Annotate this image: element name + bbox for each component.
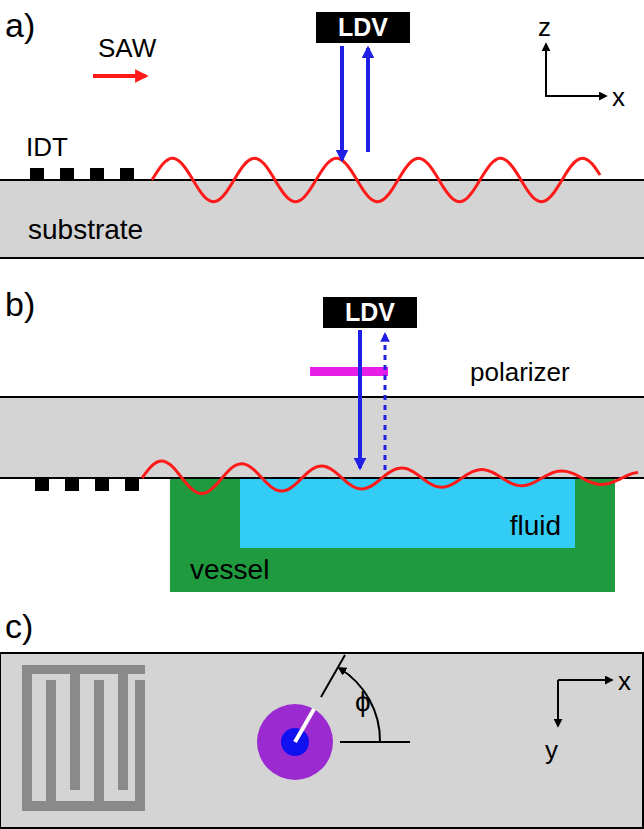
substrate-block — [0, 180, 644, 258]
idt-electrodes — [30, 168, 134, 180]
laser-beam-down — [358, 330, 362, 468]
angle-leg — [321, 655, 345, 697]
idt-finger — [125, 479, 139, 491]
node-label: LDV — [345, 300, 395, 325]
annotation: SAW — [98, 35, 156, 61]
idt-finger — [30, 168, 44, 180]
x-axis — [558, 679, 612, 681]
idt-finger — [95, 479, 109, 491]
vessel: vessel fluid — [170, 479, 615, 592]
node-label: LDV — [338, 15, 388, 40]
node-label: fluid — [510, 512, 561, 540]
vessel-body — [170, 479, 615, 592]
annotation: x — [618, 668, 631, 694]
node-label: vessel — [190, 556, 269, 584]
polarizer-plate — [310, 367, 388, 376]
panel-letter: c) — [5, 609, 33, 643]
ldv-instrument: LDV — [323, 297, 417, 328]
annotation: x — [612, 84, 625, 110]
idt-comb-bar — [118, 665, 128, 790]
idt-comb-bar — [94, 680, 104, 805]
idt-electrodes — [35, 479, 139, 491]
node-label: substrate — [28, 216, 143, 244]
fluid-region: fluid — [240, 479, 575, 548]
x-axis — [545, 95, 606, 97]
z-axis — [545, 44, 547, 96]
laser-beam-up — [366, 48, 370, 152]
substrate-block: substrate — [0, 180, 644, 258]
polarizer-direction — [295, 709, 314, 742]
substrate-top-view — [0, 653, 643, 828]
measurement-ring — [257, 704, 333, 780]
annotation: y — [545, 737, 558, 763]
angle-leg — [340, 741, 410, 743]
idt-comb-bar — [46, 680, 56, 805]
idt-comb-bar — [22, 801, 145, 811]
annotation: z — [538, 14, 551, 40]
idt-finger — [120, 168, 134, 180]
laser-beam-up — [384, 334, 387, 470]
annotation: ϕ — [355, 688, 371, 716]
angle-arc — [339, 668, 380, 742]
idt-finger — [35, 479, 49, 491]
y-axis — [557, 680, 559, 726]
idt-top-view — [22, 665, 145, 811]
idt-comb-bar — [22, 665, 32, 805]
idt-finger — [65, 479, 79, 491]
ldv-instrument: LDV — [316, 12, 410, 43]
panel-letter: a) — [5, 8, 35, 42]
saw-direction-arrow — [93, 74, 146, 78]
idt-finger — [60, 168, 74, 180]
panel-letter: b) — [5, 287, 35, 321]
idt-comb-bar — [135, 680, 145, 805]
laser-beam-down — [340, 46, 344, 160]
annotation: polarizer — [470, 359, 570, 385]
annotation: IDT — [26, 134, 68, 160]
idt-comb-bar — [70, 665, 80, 790]
surface-wave — [142, 461, 638, 493]
surface-wave — [152, 158, 600, 201]
idt-finger — [90, 168, 104, 180]
